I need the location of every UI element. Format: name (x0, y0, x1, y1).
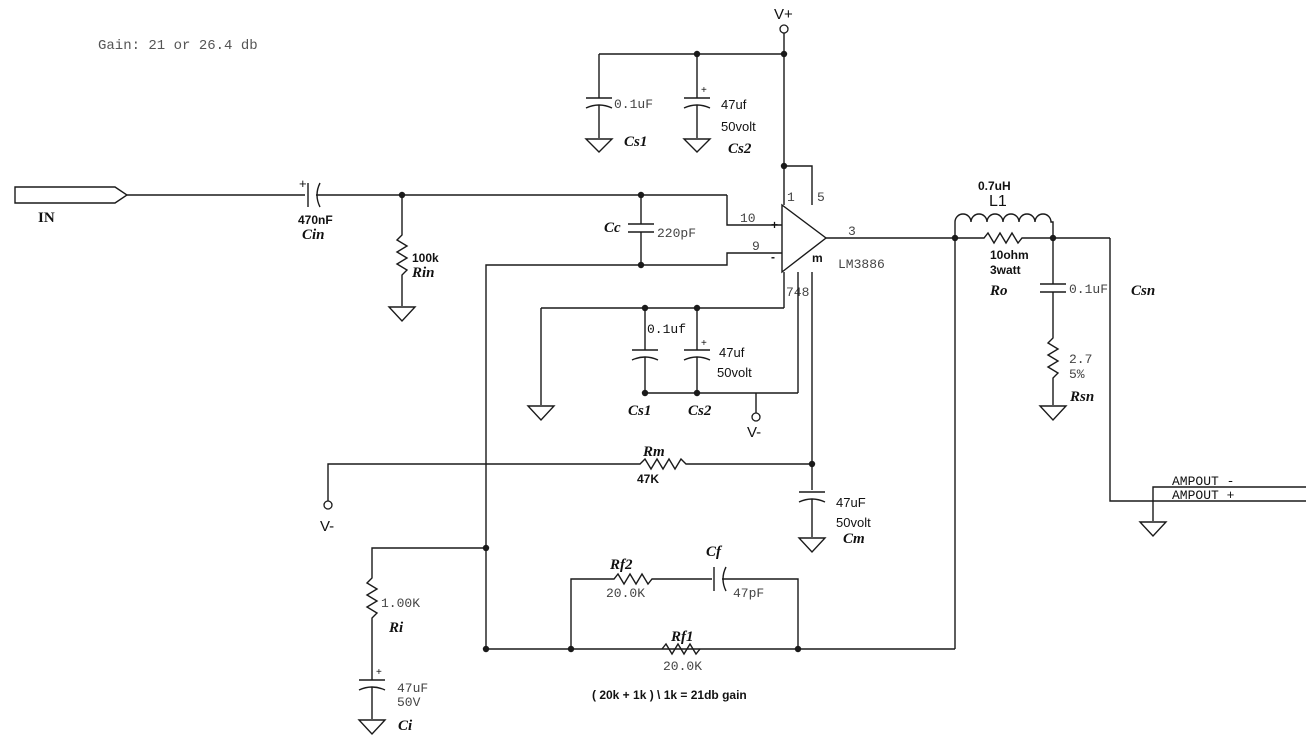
rf2-resistor (570, 572, 712, 649)
gain-formula: ( 20k + 1k ) \ 1k = 21db gain (592, 688, 747, 702)
rsn-value-1: 2.7 (1069, 352, 1092, 367)
gain-title: Gain: 21 or 26.4 db (98, 38, 258, 54)
wire-pin9-feedback (485, 252, 782, 548)
vminus-terminal-2 (323, 500, 333, 510)
csn-ref: Csn (1131, 283, 1155, 299)
rin-value: 100k (412, 251, 439, 265)
ro-value-2: 3watt (990, 263, 1021, 277)
l1-inductor (954, 213, 1054, 238)
ci-value-1: 47uF (397, 681, 428, 696)
lm3886-opamp (781, 203, 828, 274)
wire-pin5 (784, 165, 813, 205)
rm-resistor (327, 457, 812, 501)
ri-value: 1.00K (381, 596, 420, 611)
csn-value: 0.1uF (1069, 282, 1108, 297)
cs1-top-value: 0.1uF (614, 97, 653, 112)
cs2-top-ref: Cs2 (728, 141, 752, 157)
ci-value-2: 50V (397, 695, 421, 710)
ic-pin5: 5 (817, 190, 825, 205)
cs2-top-value-2: 50volt (721, 119, 756, 134)
ampout-minus-label: AMPOUT - (1172, 474, 1234, 489)
rf2-ref: Rf2 (609, 557, 633, 573)
svg-text:+: + (299, 176, 307, 191)
cs2-bot-ref: Cs2 (688, 403, 712, 419)
wire-pin10 (726, 195, 782, 226)
rm-value: 47K (637, 472, 659, 486)
ic-pin9: 9 (752, 239, 760, 254)
vplus-terminal (779, 24, 789, 34)
ro-ref: Ro (989, 283, 1008, 299)
cin-value: 470nF (298, 213, 333, 227)
cs1-top-ref: Cs1 (624, 134, 647, 150)
junction-cs1-bot-low (641, 389, 649, 397)
cs2-bot-value-2: 50volt (717, 365, 752, 380)
vplus-label: V+ (774, 6, 793, 23)
svg-text:+: + (701, 338, 707, 349)
svg-text:+: + (701, 85, 707, 96)
rsn-resistor (1046, 292, 1060, 405)
input-connector (14, 186, 129, 204)
ground-bottom-supply (526, 405, 556, 422)
ic-minus: - (771, 250, 775, 264)
rf1-resistor (661, 642, 701, 656)
wire-ampout-plus (1109, 238, 1306, 502)
rf1-value: 20.0K (663, 659, 702, 674)
vminus-terminal-1 (751, 412, 761, 422)
ic-m: m (812, 251, 823, 265)
cs1-bot-value: 0.1uf (647, 322, 686, 337)
rsn-ref: Rsn (1069, 389, 1094, 405)
svg-text:+: + (376, 667, 382, 678)
vminus-label-2: V- (320, 518, 334, 535)
vminus-label-1: V- (747, 424, 761, 441)
rf2-value: 20.0K (606, 586, 645, 601)
wire-ampout-minus (1152, 486, 1306, 521)
ground-ci (357, 719, 387, 736)
junction-pin5 (780, 162, 788, 170)
cin-capacitor: + (299, 176, 321, 208)
ground-rsn (1038, 405, 1068, 422)
junction-cs2-bot-low (693, 389, 701, 397)
ri-ref: Ri (388, 620, 404, 636)
ri-resistor (365, 547, 486, 680)
ground-cm (797, 537, 827, 554)
cs2-top-value-1: 47uf (721, 97, 747, 112)
ic-pin10: 10 (740, 211, 756, 226)
ro-resistor (955, 231, 1110, 245)
cs1-bot-ref: Cs1 (628, 403, 651, 419)
wire-cf-right (722, 578, 799, 649)
ground-cs2-top (682, 138, 712, 153)
ic-plus: + (771, 218, 778, 232)
ic-name: LM3886 (838, 257, 885, 272)
rsn-value-2: 5% (1069, 367, 1085, 382)
ground-cs1-top (584, 138, 614, 153)
ground-ampout (1138, 521, 1168, 538)
cs2-bot-value-1: 47uf (719, 345, 745, 360)
cf-value: 47pF (733, 586, 764, 601)
cin-ref: Cin (302, 227, 325, 243)
cf-ref: Cf (706, 544, 723, 560)
rin-resistor (395, 195, 409, 306)
cc-value: 220pF (657, 226, 696, 241)
ampout-plus-label: AMPOUT + (1172, 488, 1235, 503)
cm-value-1: 47uF (836, 495, 866, 510)
ic-pin3: 3 (848, 224, 856, 239)
cm-ref: Cm (843, 531, 865, 547)
l1-value: 0.7uH (978, 179, 1011, 193)
rm-ref: Rm (642, 444, 665, 460)
rin-ref: Rin (411, 265, 435, 281)
input-label: IN (38, 210, 55, 226)
l1-ref: L1 (989, 193, 1007, 210)
ci-ref: Ci (398, 718, 413, 734)
cc-ref: Cc (604, 220, 621, 236)
cm-value-2: 50volt (836, 515, 871, 530)
ground-rin (387, 306, 417, 323)
ro-value-1: 10ohm (990, 248, 1029, 262)
rf1-ref: Rf1 (670, 629, 694, 645)
ic-pin1: 1 (787, 190, 795, 205)
